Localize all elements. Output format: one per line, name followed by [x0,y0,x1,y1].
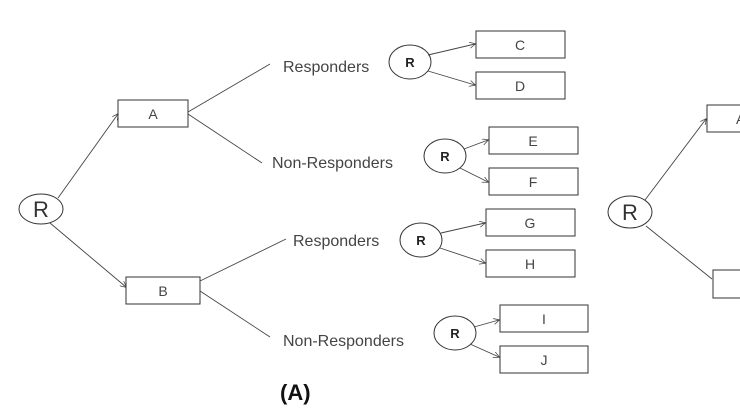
partial-arrow-up [644,119,706,201]
svg-text:R: R [440,149,450,164]
edge-a-to-responders [187,63,271,113]
partial-edge-down [645,225,713,280]
partial-top-box [706,104,740,133]
edge-b-to-responders [199,238,287,282]
treatment-a-label: A [148,106,158,122]
svg-text:R: R [405,55,415,70]
root-randomization-label: R [33,197,49,222]
treatment-b-box: B [125,276,201,305]
a-non-responders-label: Non-Responders [272,155,393,172]
svg-text:R: R [416,233,426,248]
outcome-e-box: E [488,126,579,155]
svg-text:H: H [525,256,535,272]
randomization-node-2: R [423,138,467,174]
edge-b-to-non-responders [199,290,271,338]
arrow-to-h [439,247,485,263]
svg-text:J: J [541,352,548,368]
arrow-root-to-b [49,222,126,287]
root-randomization-node: R [18,193,64,225]
partial-root-label: R [622,200,638,225]
a-responders-label: Responders [283,59,369,76]
outcome-c-box: C [475,30,566,59]
outcome-i-box: I [499,304,589,333]
partial-root-randomization-node [607,195,653,229]
arrow-to-g [440,223,485,234]
outcome-g-box: G [485,208,576,237]
outcome-h-box: H [485,249,576,278]
partial-bottom-box [712,269,740,299]
arrow-to-e [463,140,488,150]
arrow-root-to-a [57,114,118,199]
b-non-responders-label: Non-Responders [283,333,404,350]
treatment-a-box: A [117,99,189,128]
edge-a-to-non-responders [187,113,263,164]
partial-top-box-label: A [736,111,740,127]
arrow-to-f [459,167,488,182]
outcome-j-box: J [499,345,589,374]
arrow-to-c [427,44,475,56]
svg-text:I: I [542,311,546,327]
svg-text:F: F [529,174,538,190]
arrow-to-d [427,70,475,85]
outcome-f-box: F [488,167,579,196]
panel-caption: (A) [280,380,311,405]
svg-text:C: C [515,37,525,53]
arrow-to-j [469,343,499,357]
partial-panel: R A [607,104,740,299]
randomization-node-3: R [399,222,443,258]
randomization-node-1: R [388,44,432,80]
outcome-d-box: D [475,71,566,100]
b-responders-label: Responders [293,233,379,250]
treatment-b-label: B [158,283,167,299]
arrow-to-i [473,320,499,328]
svg-text:E: E [528,133,537,149]
svg-text:R: R [450,326,460,341]
svg-text:D: D [515,78,525,94]
svg-text:G: G [525,215,536,231]
randomization-node-4: R [433,315,477,351]
